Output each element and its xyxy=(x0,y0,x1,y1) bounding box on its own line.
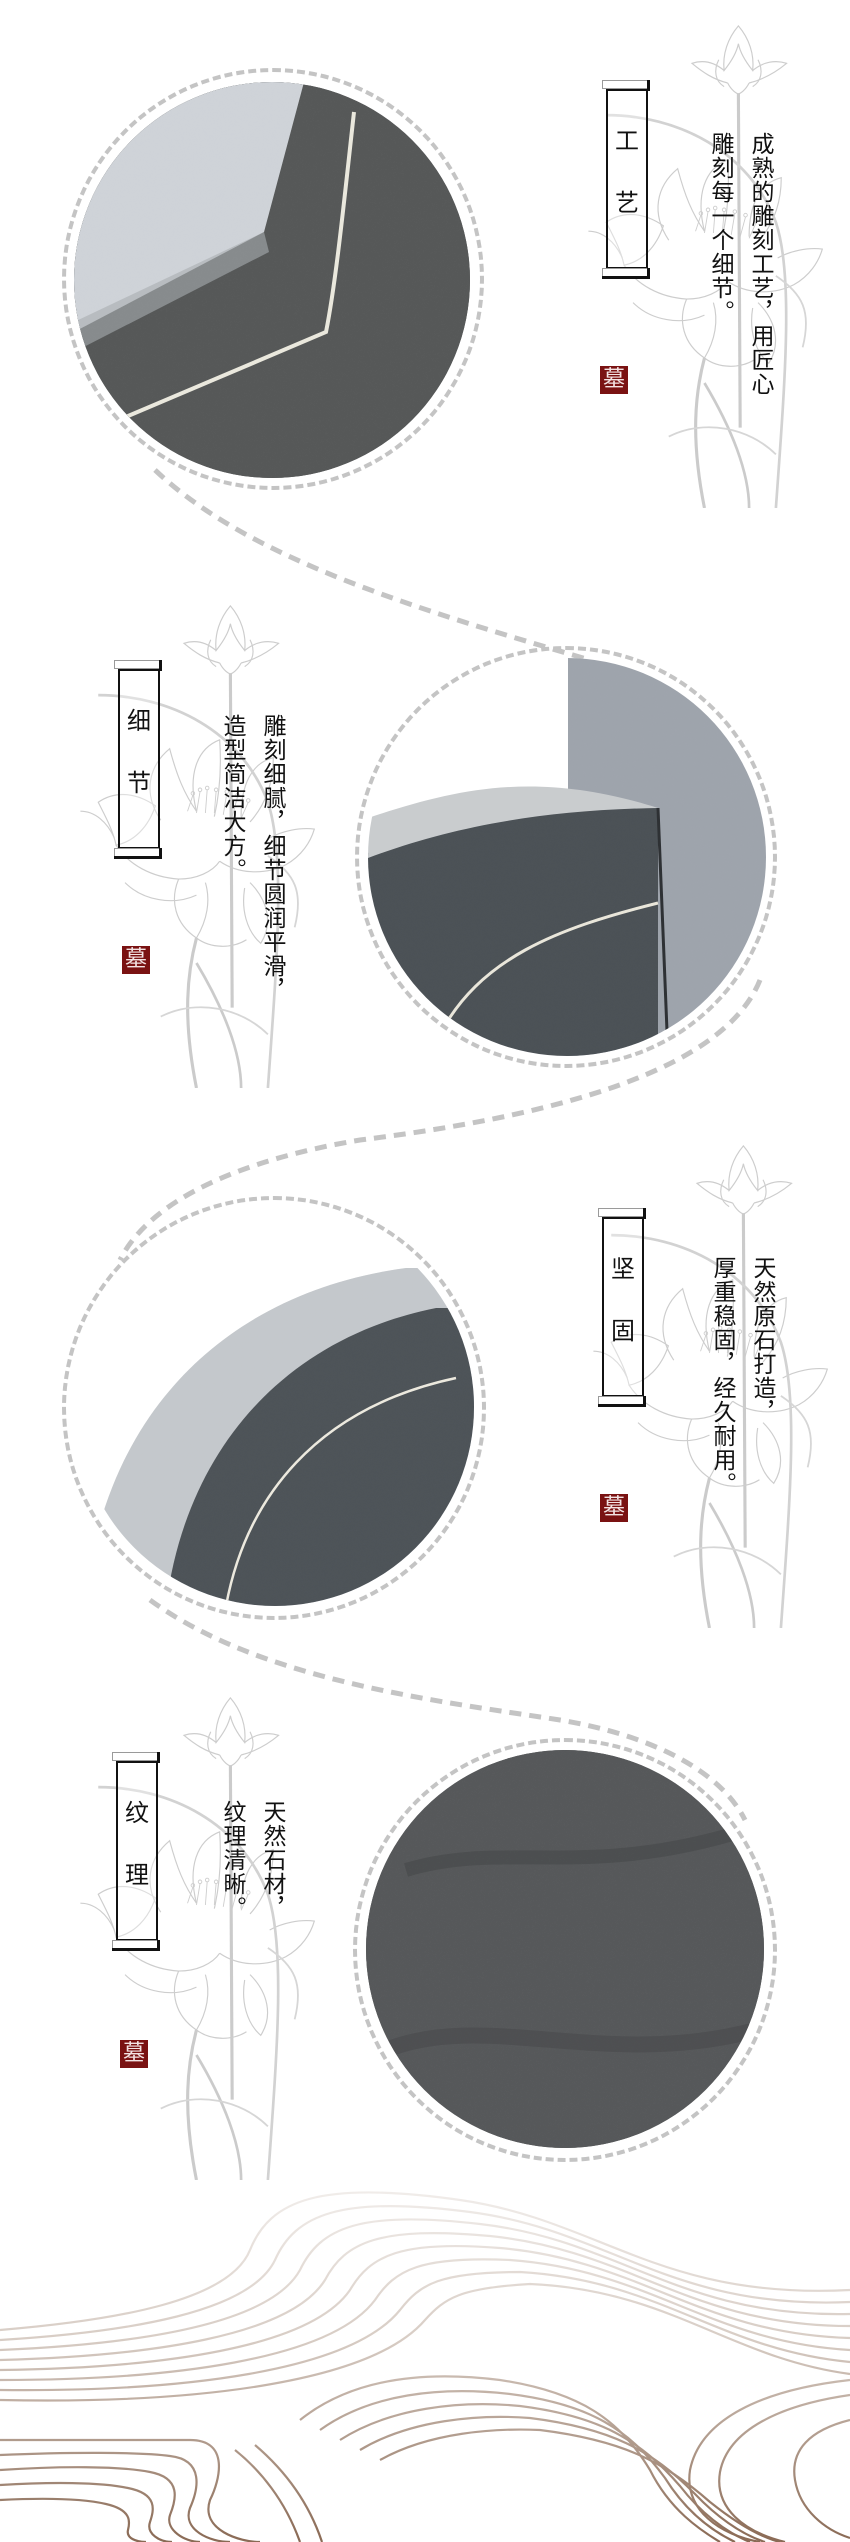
title-scroll: 纹 理 xyxy=(112,1752,160,1952)
photo-frame-dashed-circle xyxy=(62,68,484,490)
seal-stamp: 墓 xyxy=(122,946,150,974)
photo-frame-dashed-circle xyxy=(62,1196,486,1620)
title-scroll: 细 节 xyxy=(114,660,162,860)
title-scroll: 坚 固 xyxy=(598,1208,646,1408)
title-char: 艺 xyxy=(615,189,639,217)
granite-edge-photo xyxy=(368,658,766,1056)
photo-frame-dashed-circle xyxy=(353,1738,777,2162)
description-line: 天然石材， xyxy=(259,1800,285,1920)
seal-stamp: 墓 xyxy=(600,366,628,394)
feature-section-craftsmanship: 工 艺 成熟的雕刻工艺，用匠心 雕刻每一个细节。 墓 xyxy=(0,0,850,520)
feature-description: 成熟的雕刻工艺，用匠心 雕刻每一个细节。 xyxy=(700,132,780,452)
title-scroll: 工 艺 xyxy=(602,80,650,280)
description-line: 雕刻每一个细节。 xyxy=(707,132,733,324)
title-char: 细 xyxy=(127,707,151,735)
seal-stamp: 墓 xyxy=(600,1494,628,1522)
title-char: 坚 xyxy=(611,1255,635,1283)
granite-polished-edge-photo xyxy=(76,1208,474,1606)
feature-description: 天然石材， 纹理清晰。 xyxy=(212,1800,292,2000)
description-line: 成熟的雕刻工艺，用匠心 xyxy=(747,132,773,396)
title-char: 工 xyxy=(615,127,639,155)
description-line: 天然原石打造， xyxy=(749,1256,775,1424)
feature-description: 雕刻细腻，细节圆润平滑， 造型简洁大方。 xyxy=(212,714,292,1054)
description-line: 造型简洁大方。 xyxy=(219,714,245,882)
feature-description: 天然原石打造， 厚重稳固，经久耐用。 xyxy=(702,1256,782,1556)
photo-frame-dashed-circle xyxy=(355,646,777,1068)
title-char: 固 xyxy=(611,1317,635,1345)
description-line: 雕刻细腻，细节圆润平滑， xyxy=(259,714,285,1002)
title-char: 节 xyxy=(127,769,151,797)
granite-texture-photo xyxy=(366,1750,764,2148)
description-line: 厚重稳固，经久耐用。 xyxy=(709,1256,735,1496)
seal-stamp: 墓 xyxy=(120,2040,148,2068)
title-char: 理 xyxy=(125,1861,149,1889)
description-line: 纹理清晰。 xyxy=(219,1800,245,1920)
granite-carving-photo xyxy=(74,82,470,478)
title-char: 纹 xyxy=(125,1799,149,1827)
